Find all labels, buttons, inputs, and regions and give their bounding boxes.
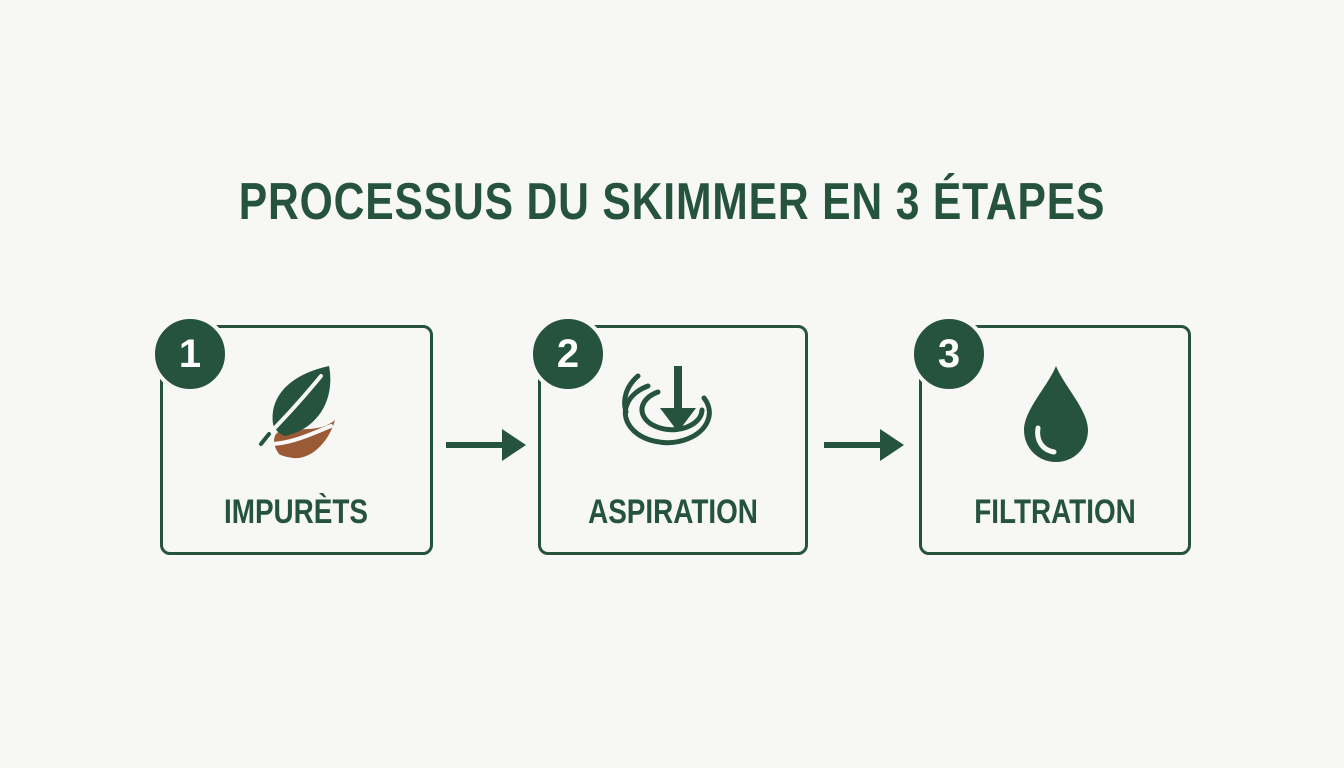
step-3-label: FILTRATION	[974, 493, 1136, 531]
suction-arrow-icon	[622, 366, 712, 446]
arrow-right-icon	[824, 429, 904, 461]
step-3-badge: 3	[910, 315, 988, 393]
step-2-badge: 2	[529, 315, 607, 393]
step-2-label: ASPIRATION	[588, 493, 758, 531]
water-drop-icon	[1024, 366, 1088, 462]
step-1-badge: 1	[151, 315, 229, 393]
diagram-title: PROCESSUS DU SKIMMER EN 3 ÉTAPES	[238, 173, 1106, 231]
step-1-label: IMPURÈTS	[223, 493, 369, 531]
leaf-icon	[259, 366, 335, 459]
arrow-right-icon	[446, 429, 526, 461]
